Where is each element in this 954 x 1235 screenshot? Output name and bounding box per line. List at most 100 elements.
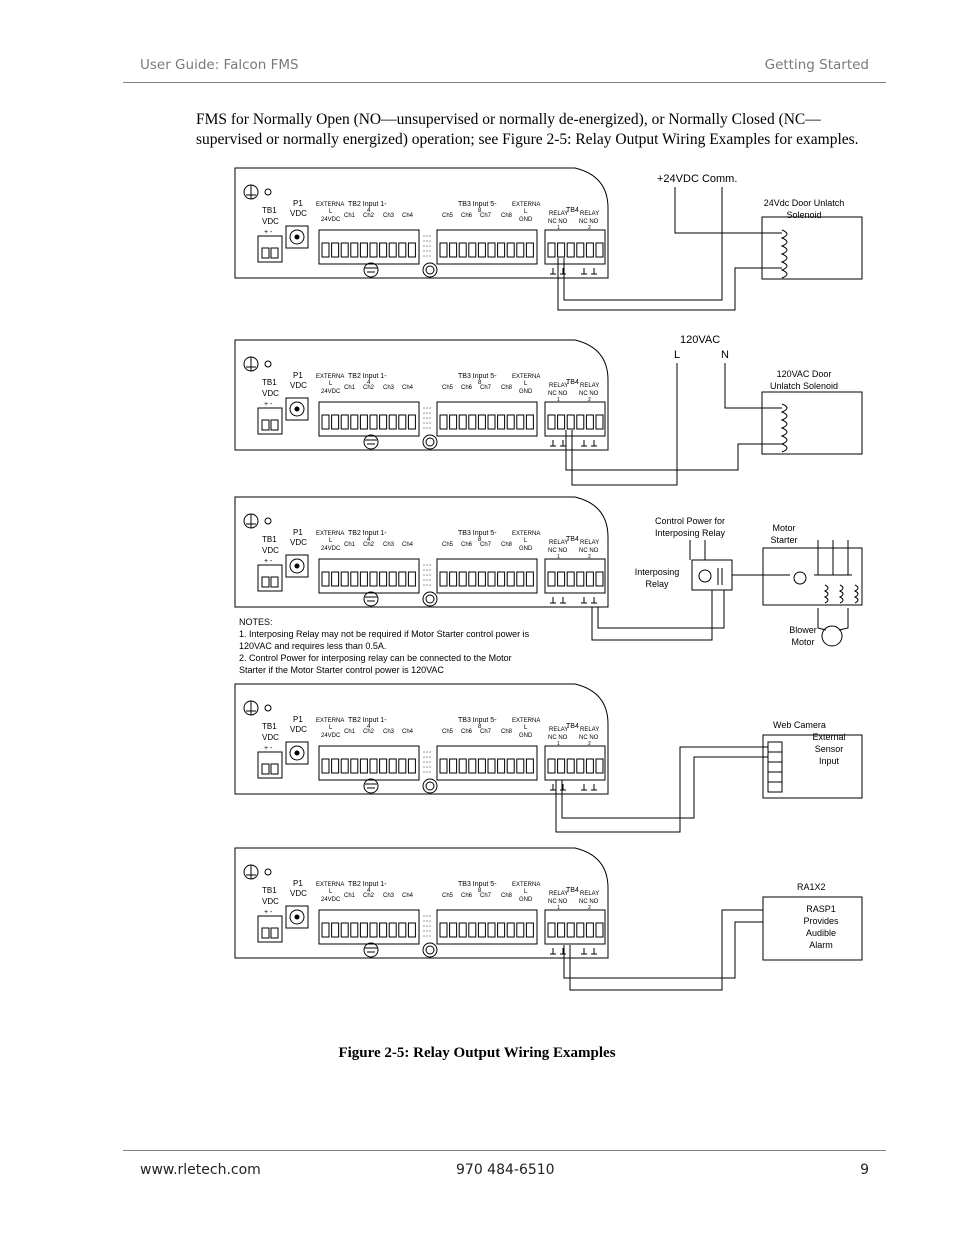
- tb1-terminal: [257, 915, 283, 943]
- header-rule: [123, 82, 886, 83]
- p1-vdc-label: VDC: [290, 209, 307, 218]
- relay-contact-icon: [550, 948, 597, 955]
- tb3-eight: 8: [478, 888, 482, 894]
- ground-icon: [363, 778, 379, 794]
- relay1-contacts: NC NO: [548, 391, 568, 397]
- ex2-device-box: [761, 391, 863, 455]
- tb3-eight: 8: [478, 537, 482, 543]
- p1-label: P1: [293, 199, 303, 208]
- tb2-external-label: EXTERNA: [316, 531, 344, 537]
- relay1-number: 1: [557, 554, 560, 560]
- tb2-ch4-label: Ch4: [402, 729, 414, 735]
- tb1-vdc-label: VDC: [262, 217, 279, 226]
- tb3-title: TB3 Input 5-: [458, 530, 497, 537]
- ex5-device-box: [762, 896, 863, 961]
- tb2-ch3-label: Ch3: [383, 729, 395, 735]
- tb2-ch2-label: Ch2: [363, 385, 375, 391]
- tb3-title: TB3 Input 5-: [458, 717, 497, 724]
- tb1-terminal: [257, 751, 283, 779]
- tb3-ch6-label: Ch6: [461, 729, 473, 735]
- tb2-ch4-label: Ch4: [402, 893, 414, 899]
- p1-vdc-label: VDC: [290, 889, 307, 898]
- tb3-ch8-label: Ch8: [501, 542, 513, 548]
- tb2-ch1-label: Ch1: [344, 385, 356, 391]
- relay1-number: 1: [557, 741, 560, 747]
- tb3-ch6-label: Ch6: [461, 893, 473, 899]
- ex3-starter-box: [762, 547, 863, 606]
- tb2-ch3-label: Ch3: [383, 385, 395, 391]
- ex5-device-title: RA1X2: [797, 882, 826, 892]
- led-icon: [264, 704, 272, 712]
- relay-contact-icon: [550, 268, 597, 275]
- tb4-title: TB4: [566, 379, 579, 386]
- footer-website[interactable]: www.rletech.com: [140, 1162, 261, 1178]
- p1-jack: [285, 554, 309, 578]
- tb4-terminal-block: [544, 558, 606, 594]
- relay2-label: RELAY: [580, 891, 599, 897]
- tb3-l-label: L: [524, 725, 528, 731]
- tb2-24vdc-label: 24VDC: [321, 733, 341, 739]
- relay2-contacts: NC NO: [579, 219, 599, 225]
- tb2-ch4-label: Ch4: [402, 213, 414, 219]
- tb2-ch4-label: Ch4: [402, 385, 414, 391]
- tb3-ch5-label: Ch5: [442, 213, 454, 219]
- tb1-polarity: + -: [264, 558, 273, 565]
- tb3-external-label: EXTERNA: [512, 374, 540, 380]
- tb2-24vdc-label: 24VDC: [321, 217, 341, 223]
- tb2-24vdc-label: 24VDC: [321, 897, 341, 903]
- ground-icon: [363, 262, 379, 278]
- tb2-ch1-label: Ch1: [344, 893, 356, 899]
- tb3-ch8-label: Ch8: [501, 893, 513, 899]
- ex4-device-box: [762, 734, 863, 799]
- tb3-ch8-label: Ch8: [501, 729, 513, 735]
- ex3-relay-box: [691, 559, 733, 591]
- screw-icon: [422, 262, 438, 278]
- tb2-ch3-label: Ch3: [383, 893, 395, 899]
- relay1-contacts: NC NO: [548, 219, 568, 225]
- intro-paragraph: FMS for Normally Open (NO—unsupervised o…: [196, 111, 859, 148]
- relay1-contacts: NC NO: [548, 735, 568, 741]
- p1-jack: [285, 397, 309, 421]
- relay2-contacts: NC NO: [579, 391, 599, 397]
- p1-jack: [285, 741, 309, 765]
- tb3-ch5-label: Ch5: [442, 385, 454, 391]
- ground-icon: [363, 434, 379, 450]
- tb3-ch7-label: Ch7: [480, 893, 492, 899]
- screw-icon: [422, 942, 438, 958]
- p1-vdc-label: VDC: [290, 538, 307, 547]
- relay2-number: 2: [588, 397, 591, 403]
- tb3-terminal-block: [436, 909, 538, 945]
- tb2-terminal-block: [318, 745, 420, 781]
- tb3-eight: 8: [478, 380, 482, 386]
- p1-vdc-label: VDC: [290, 725, 307, 734]
- relay2-contacts: NC NO: [579, 548, 599, 554]
- tb3-gnd-label: GND: [519, 897, 533, 903]
- relay2-contacts: NC NO: [579, 735, 599, 741]
- tb2-four: 4: [367, 888, 371, 894]
- tb3-terminal-block: [436, 401, 538, 437]
- tb4-terminal-block: [544, 229, 606, 265]
- tb3-l-label: L: [524, 889, 528, 895]
- tb1-terminal: [257, 235, 283, 263]
- tb2-external-label: EXTERNA: [316, 882, 344, 888]
- tb1-label: TB1: [262, 535, 277, 544]
- tb2-24vdc-label: 24VDC: [321, 389, 341, 395]
- led-icon: [264, 360, 272, 368]
- ex2-supply-l: L: [674, 349, 680, 361]
- ex3-notes-0: NOTES:: [239, 617, 273, 627]
- tb2-terminal-block: [318, 558, 420, 594]
- tb3-title: TB3 Input 5-: [458, 881, 497, 888]
- tb3-external-label: EXTERNA: [512, 531, 540, 537]
- relay-contact-icon: [550, 440, 597, 447]
- p1-jack: [285, 905, 309, 929]
- tb2-ch4-label: Ch4: [402, 542, 414, 548]
- relay2-number: 2: [588, 554, 591, 560]
